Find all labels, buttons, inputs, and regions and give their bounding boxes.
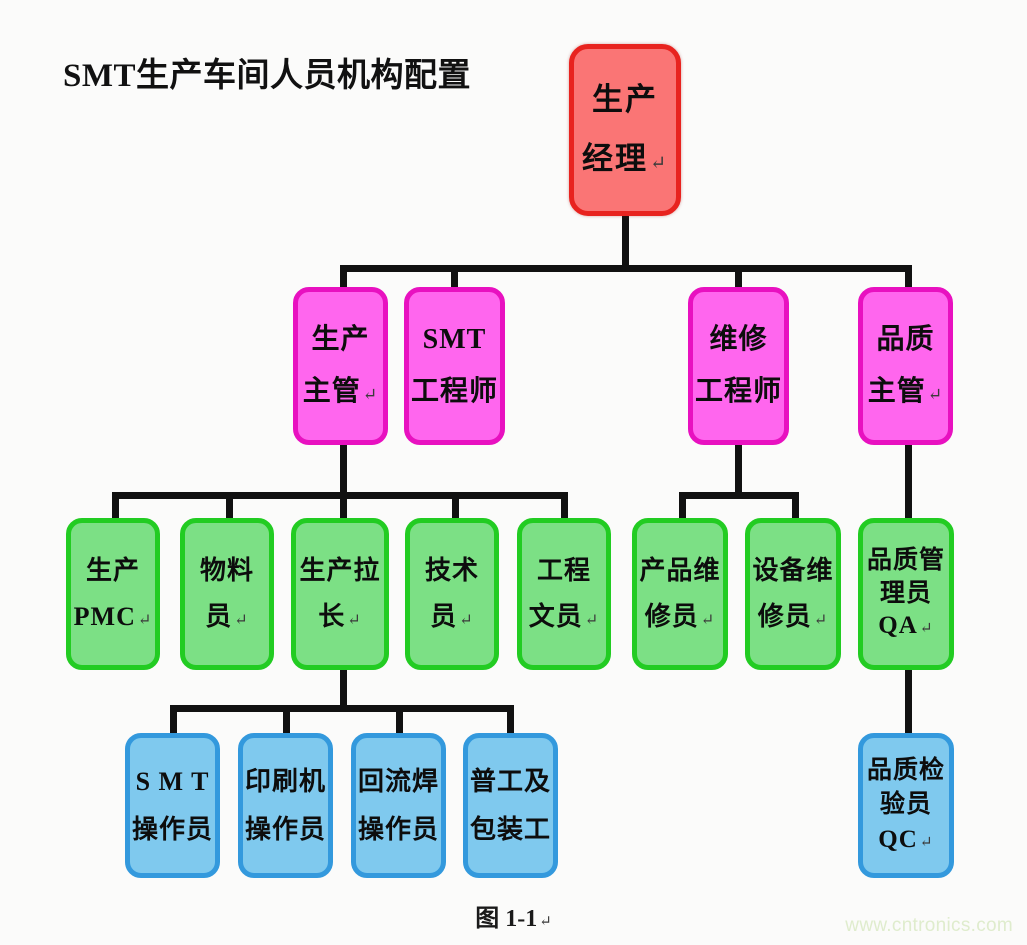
connector-stem-n4: [735, 443, 742, 498]
connector-drop-n17: [507, 705, 514, 735]
connector-drop-n11: [679, 492, 686, 520]
node-line: 验员: [879, 791, 932, 819]
node-line: 工程师: [694, 376, 782, 407]
node-line: 操作员: [357, 814, 439, 844]
watermark: www.cntronics.com: [845, 915, 1013, 936]
pilcrow-mark: ↵: [813, 612, 829, 629]
node-line: QC↵: [878, 825, 934, 853]
connector-root-stem: [622, 214, 629, 272]
connector-drop-n5: [905, 265, 912, 290]
pilcrow-mark: ↵: [459, 612, 474, 629]
node-production-manager[interactable]: 生产 经理↵: [569, 44, 681, 216]
connector-drop-n4: [735, 265, 742, 290]
pilcrow-mark: ↵: [919, 620, 934, 638]
connector-stem-n2: [340, 443, 347, 498]
node-quality-assurance-qa[interactable]: 品质管 理员 QA↵: [858, 518, 954, 670]
node-line: 生产拉: [299, 556, 381, 586]
node-line: 文员↵: [528, 602, 600, 631]
node-general-packaging-worker[interactable]: 普工及 包装工: [463, 733, 558, 878]
connector-drop-n12: [792, 492, 799, 520]
node-line: PMC↵: [73, 602, 153, 631]
node-line: 生产: [85, 556, 140, 586]
node-line: 员↵: [430, 602, 474, 631]
connector-drop-n10: [561, 492, 568, 520]
pilcrow-mark: ↵: [137, 612, 153, 629]
connector-stem-n8: [340, 670, 347, 712]
node-line: 品质检: [866, 756, 945, 784]
node-line: 操作员: [244, 814, 326, 844]
node-line: 设备维: [752, 556, 834, 586]
connector-level4-bus: [170, 705, 514, 712]
node-line: 操作员: [131, 814, 213, 844]
pilcrow-mark: ↵: [539, 914, 552, 930]
pilcrow-mark: ↵: [234, 612, 249, 629]
node-smt-engineer[interactable]: SMT 工程师: [404, 287, 505, 445]
connector-drop-n15: [283, 705, 290, 735]
connector-drop-n14: [170, 705, 177, 735]
pilcrow-mark: ↵: [362, 385, 379, 404]
node-quality-control-qc[interactable]: 品质检 验员 QC↵: [858, 733, 954, 878]
connector-level2-bus: [340, 265, 912, 272]
connector-drop-n7: [226, 492, 233, 520]
pilcrow-mark: ↵: [927, 385, 944, 404]
node-reflow-operator[interactable]: 回流焊 操作员: [351, 733, 446, 878]
node-line: 理员: [879, 579, 932, 607]
node-line: 员↵: [205, 602, 249, 631]
connector-drop-n16: [396, 705, 403, 735]
connector-level3-repair-bus: [679, 492, 799, 499]
node-line: 普工及: [469, 766, 551, 796]
node-technician[interactable]: 技术 员↵: [405, 518, 499, 670]
node-line: 品质管: [866, 547, 945, 575]
node-line: 印刷机: [244, 766, 326, 796]
node-line: 修员↵: [757, 602, 829, 631]
node-equipment-repair-staff[interactable]: 设备维 修员↵: [745, 518, 841, 670]
node-printer-operator[interactable]: 印刷机 操作员: [238, 733, 333, 878]
node-line: 主管↵: [302, 376, 379, 407]
pilcrow-mark: ↵: [347, 612, 362, 629]
node-line: 工程: [536, 556, 591, 586]
connector-drop-n9: [452, 492, 459, 520]
node-product-repair-staff[interactable]: 产品维 修员↵: [632, 518, 728, 670]
connector-drop-n8: [340, 492, 347, 520]
connector-drop-n2: [340, 265, 347, 290]
node-line: 生产: [311, 324, 370, 356]
figure-caption: 图 1-1↵: [475, 906, 552, 932]
node-line: 长↵: [318, 602, 362, 631]
connector-stem-n5: [905, 443, 912, 520]
node-line: 主管↵: [867, 376, 944, 407]
pilcrow-mark: ↵: [584, 612, 600, 629]
node-line: 生产: [592, 82, 658, 118]
node-engineering-clerk[interactable]: 工程 文员↵: [517, 518, 611, 670]
node-line-leader[interactable]: 生产拉 长↵: [291, 518, 389, 670]
node-smt-operator[interactable]: S M T 操作员: [125, 733, 220, 878]
node-maintenance-engineer[interactable]: 维修 工程师: [688, 287, 789, 445]
node-line: 工程师: [410, 376, 498, 407]
pilcrow-mark: ↵: [919, 833, 934, 851]
connector-drop-n3: [451, 265, 458, 290]
node-line: 品质: [876, 324, 935, 356]
node-line: 经理↵: [581, 141, 669, 176]
node-material-clerk[interactable]: 物料 员↵: [180, 518, 274, 670]
node-line: SMT: [422, 324, 487, 356]
page-title: SMT生产车间人员机构配置: [63, 58, 472, 94]
node-line: 修员↵: [644, 602, 716, 631]
node-production-supervisor[interactable]: 生产 主管↵: [293, 287, 388, 445]
node-production-pmc[interactable]: 生产 PMC↵: [66, 518, 160, 670]
pilcrow-mark: ↵: [700, 612, 716, 629]
connector-drop-n6: [112, 492, 119, 520]
node-line: 回流焊: [357, 766, 439, 796]
node-line: 包装工: [469, 814, 551, 844]
node-line: 产品维: [639, 556, 721, 586]
pilcrow-mark: ↵: [649, 153, 669, 174]
node-line: 物料: [199, 556, 254, 586]
node-quality-supervisor[interactable]: 品质 主管↵: [858, 287, 953, 445]
node-line: QA↵: [878, 612, 934, 640]
connector-stem-n13: [905, 670, 912, 735]
node-line: S M T: [135, 766, 210, 796]
node-line: 技术: [424, 556, 479, 586]
node-line: 维修: [709, 324, 768, 356]
